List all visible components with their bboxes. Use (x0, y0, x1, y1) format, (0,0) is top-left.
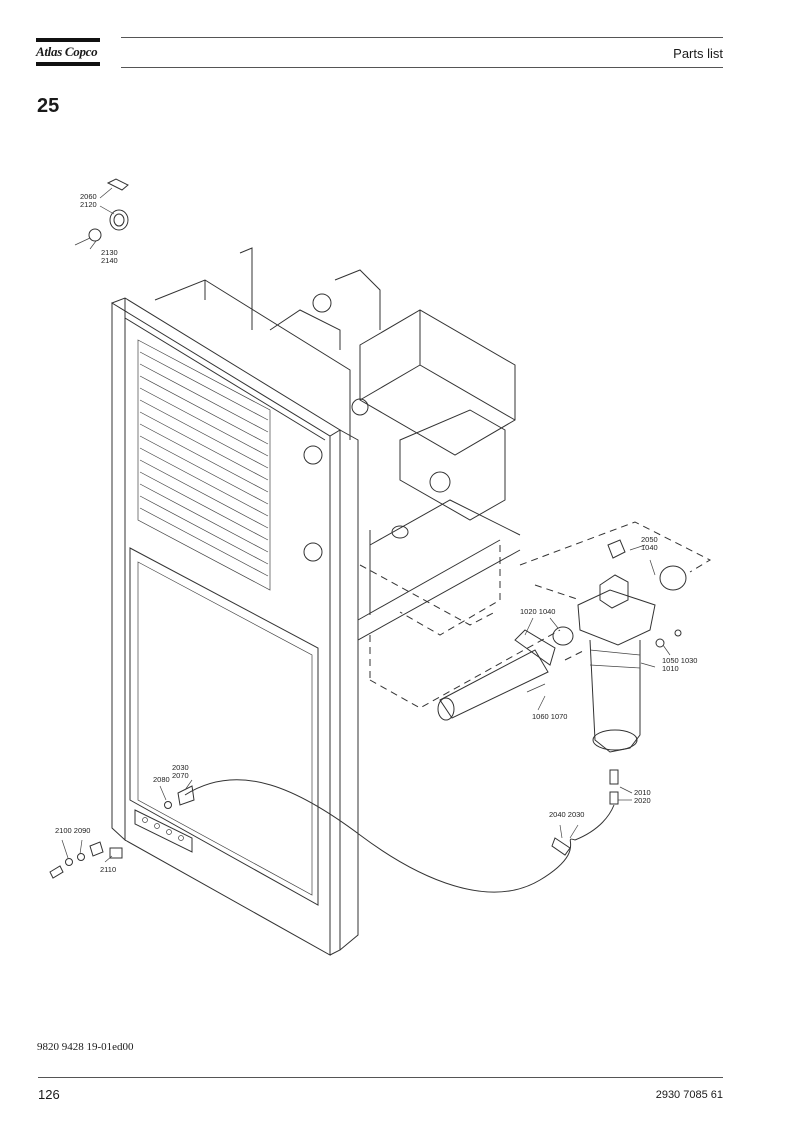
logo-wordmark: Atlas Copco (36, 44, 98, 59)
callout-2070: 2070 (172, 771, 189, 780)
ventilation-grille (137, 339, 271, 591)
pressure-gauge-front (351, 398, 369, 416)
atlas-copco-logo: Atlas Copco (36, 38, 102, 68)
footer-rule (38, 1077, 723, 1078)
callout-1040-outlet: 1040 (641, 543, 658, 552)
callout-1050-1030: 1050 1030 (662, 656, 697, 665)
lower-panel (129, 547, 319, 906)
logo-bar-bottom (36, 62, 100, 66)
refrigerant-compressor (359, 309, 516, 456)
callout-1020-1040: 1020 1040 (520, 607, 555, 616)
fitting-group-top-left (74, 178, 129, 250)
drain-fitting (609, 791, 619, 805)
document-number: 2930 7085 61 (655, 1089, 723, 1101)
drain-valve (609, 769, 619, 785)
callout-2120: 2120 (80, 200, 97, 209)
o-ring-pipe (552, 626, 574, 646)
callout-1060-1070: 1060 1070 (532, 712, 567, 721)
callout-2080: 2080 (153, 775, 170, 784)
logo-bar-top (36, 38, 100, 42)
filter-head (577, 589, 656, 646)
callout-2110: 2110 (100, 865, 116, 874)
hose-connector (551, 837, 571, 856)
callouts: 2060 2120 2130 2140 2050 1040 1020 1040 … (55, 192, 697, 874)
callout-2140: 2140 (101, 256, 118, 265)
callout-2010: 2010 (634, 788, 651, 797)
heat-exchanger (399, 409, 506, 521)
gauge-hole-lower (303, 542, 323, 562)
callout-2020: 2020 (634, 796, 651, 805)
callout-2050: 2050 (641, 535, 658, 544)
section-number: 25 (37, 95, 60, 117)
callout-2130: 2130 (101, 248, 118, 257)
plug-2110 (109, 847, 123, 859)
callout-2030: 2030 (172, 763, 189, 772)
callout-2100-2090: 2100 2090 (55, 826, 90, 835)
page-number: 126 (38, 1087, 60, 1102)
filter-assembly (577, 539, 687, 805)
callout-leader-lines (61, 544, 671, 863)
header-rule-bottom (121, 67, 723, 68)
o-ring-outlet (659, 565, 687, 591)
fitting-group-bottom-left (49, 841, 123, 879)
drain-hose (164, 779, 615, 893)
drawing-code: 9820 9428 19-01ed00 (37, 1041, 134, 1053)
pressure-switch (607, 539, 626, 559)
callout-1010: 1010 (662, 664, 679, 673)
internal-components (269, 269, 516, 539)
pressure-gauge-rear (312, 293, 332, 313)
header-title: Parts list (673, 46, 723, 61)
callout-2060: 2060 (80, 192, 97, 201)
inlet-pipe (437, 626, 574, 721)
dryer-cabinet (110, 247, 521, 956)
callout-2040-2030: 2040 2030 (549, 810, 584, 819)
gauge-hole-upper (303, 445, 323, 465)
connector-plate (134, 809, 193, 853)
dashed-assembly-outlines (359, 521, 712, 709)
header-rule-top (121, 37, 723, 38)
